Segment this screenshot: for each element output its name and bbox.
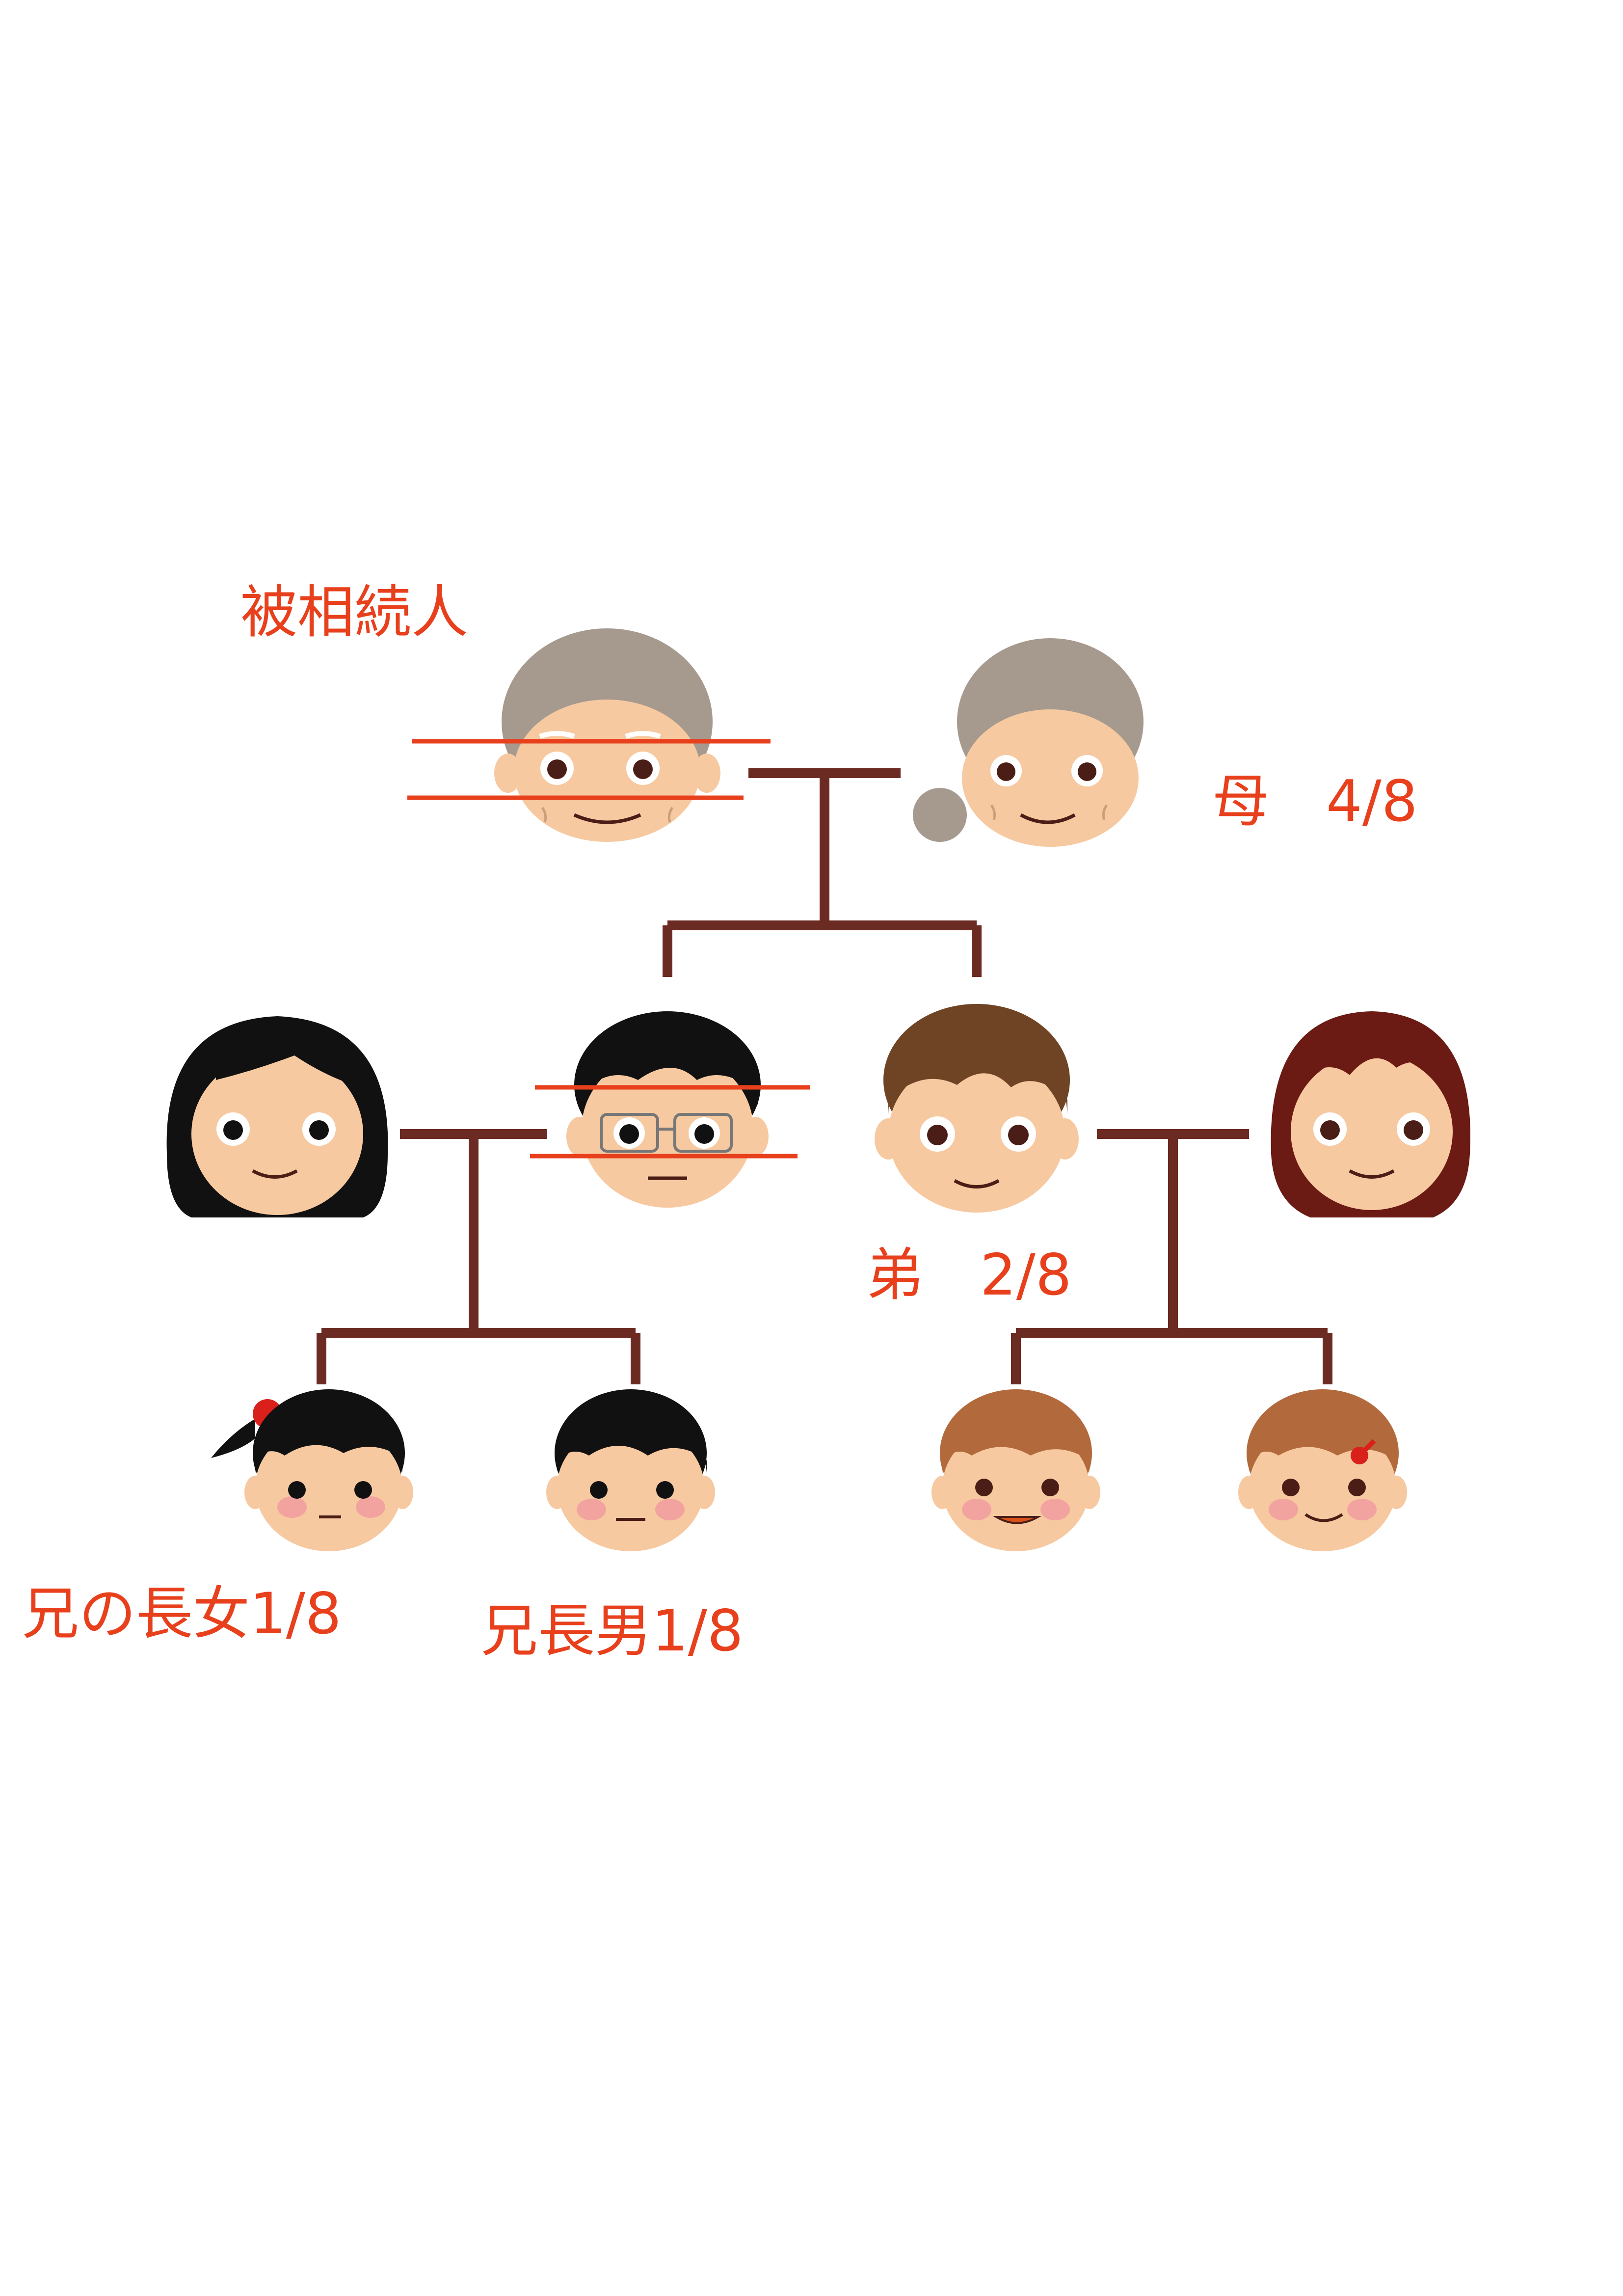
nephew-share-label: 兄長男1/8 (481, 1598, 744, 1664)
younger-brother-daughter-face-icon (1238, 1389, 1407, 1551)
deceased-father-face-icon (494, 628, 720, 842)
mother-face-icon (913, 638, 1144, 847)
younger-brother-son-face-icon (931, 1389, 1100, 1551)
niece-share-label: 兄の長女1/8 (22, 1581, 342, 1647)
younger-brother-wife-face-icon (1271, 1011, 1470, 1217)
deceased-strike-lines (407, 739, 771, 800)
elder-brother-strike-lines (530, 1085, 810, 1159)
younger-brother-face-icon (875, 1004, 1079, 1213)
mother-share-label: 母 4/8 (1212, 768, 1418, 835)
connector-lines (317, 768, 1332, 1384)
niece-face-icon (211, 1389, 413, 1551)
deceased-label: 被相続人 (240, 579, 468, 646)
younger-brother-share-label: 弟 2/8 (866, 1242, 1072, 1308)
elder-brother-wife-face-icon (166, 1016, 388, 1217)
nephew-face-icon (546, 1389, 715, 1551)
elder-brother-face-icon (566, 1011, 769, 1208)
